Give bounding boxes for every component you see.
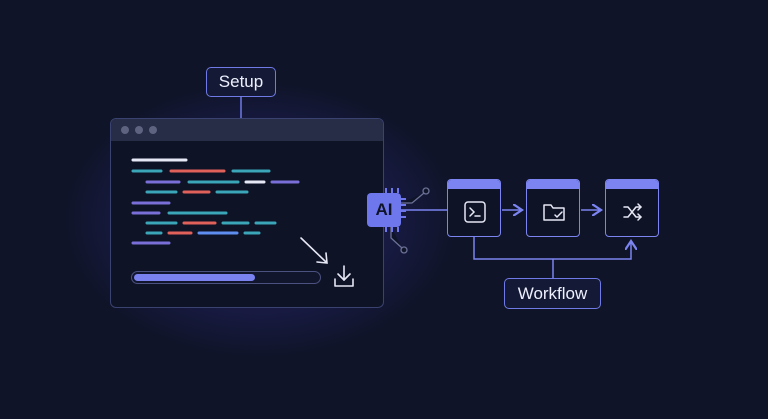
dot-icon bbox=[121, 126, 129, 134]
progress-fill bbox=[134, 274, 255, 281]
shuffle-icon bbox=[623, 203, 642, 221]
workflow-step-terminal bbox=[447, 179, 501, 237]
workflow-step-shuffle bbox=[605, 179, 659, 237]
workflow-loop-line bbox=[473, 237, 631, 260]
workflow-step-folder bbox=[526, 179, 580, 237]
terminal-icon bbox=[464, 201, 486, 223]
download-icon bbox=[334, 265, 354, 287]
workflow-label: Workflow bbox=[504, 278, 601, 309]
folder-check-icon bbox=[543, 204, 565, 221]
ai-chip: AI bbox=[367, 193, 401, 227]
code-window bbox=[110, 118, 384, 308]
setup-label: Setup bbox=[206, 67, 276, 97]
download-pointer-arrow bbox=[300, 237, 328, 264]
dot-icon bbox=[135, 126, 143, 134]
progress-bar bbox=[131, 271, 321, 284]
code-lines bbox=[131, 158, 354, 287]
window-title-bar bbox=[111, 119, 383, 141]
dot-icon bbox=[149, 126, 157, 134]
